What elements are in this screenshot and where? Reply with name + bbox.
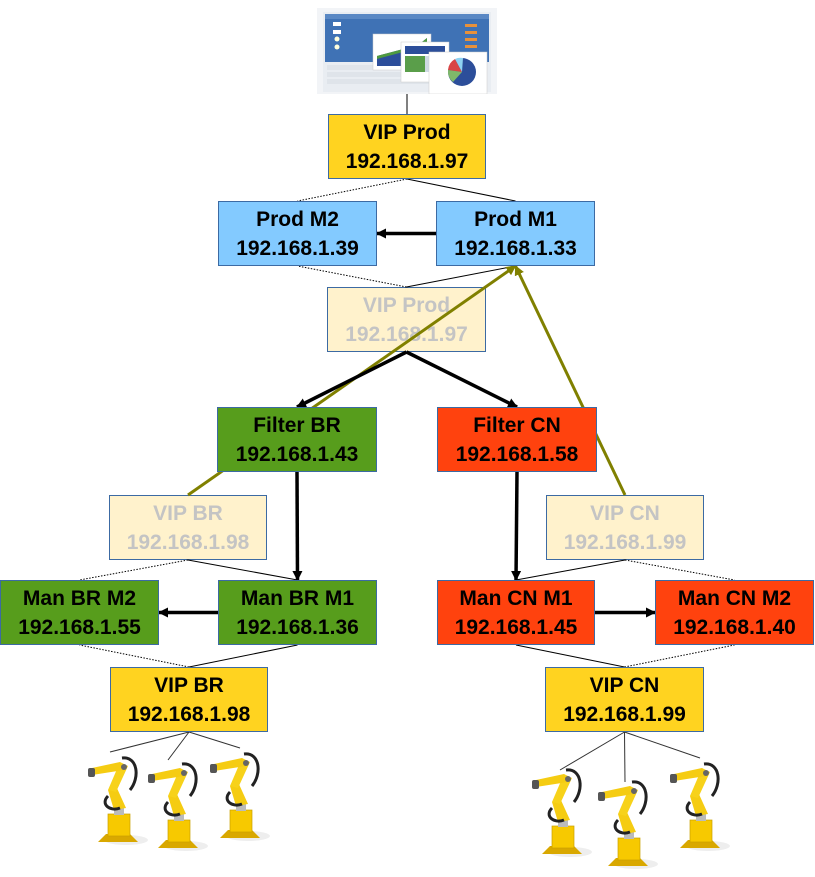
node-ip: 192.168.1.39 xyxy=(236,236,359,260)
edge-vip-br-ghost-to-man-br-m1 xyxy=(187,559,298,581)
edge-vip-br-robot-2 xyxy=(188,731,241,749)
edge-vip-cn-robot-0 xyxy=(559,731,625,771)
edge-vip-prod-ghost-to-prod-m1 xyxy=(406,265,516,288)
node-filter-br[interactable]: Filter BR 192.168.1.43 xyxy=(217,407,377,472)
edge-vip-prod-to-prod-m1 xyxy=(406,178,516,202)
edge-vip-prod-ghost-to-filter-cn xyxy=(405,350,518,409)
node-ip: 192.168.1.40 xyxy=(673,615,796,639)
node-man-cn-m1[interactable]: Man CN M1 192.168.1.45 xyxy=(437,580,595,645)
industrial-robot-arm-icon xyxy=(146,754,208,859)
node-ip: 192.168.1.97 xyxy=(345,149,469,173)
node-title: VIP Prod xyxy=(362,293,451,317)
industrial-robot-arm-icon xyxy=(208,744,270,849)
edge-vip-br-robot-1 xyxy=(167,731,190,761)
node-title: Man BR M2 xyxy=(22,586,137,610)
node-man-cn-m2[interactable]: Man CN M2 192.168.1.40 xyxy=(655,580,814,645)
dashboard-screenshot xyxy=(317,8,497,95)
node-vip-prod-ghost[interactable]: VIP Prod 192.168.1.97 xyxy=(327,287,486,352)
edge-vip-br-to-man-br-m2 xyxy=(79,644,190,668)
node-man-br-m2[interactable]: Man BR M2 192.168.1.55 xyxy=(0,580,159,645)
edge-vip-cn-ghost-to-prod-m1 xyxy=(514,265,627,496)
node-vip-prod[interactable]: VIP Prod 192.168.1.97 xyxy=(328,114,486,179)
node-vip-br[interactable]: VIP BR 192.168.1.98 xyxy=(110,667,268,732)
edge-vip-prod-ghost-to-prod-m2 xyxy=(297,265,407,288)
node-ip: 192.168.1.99 xyxy=(563,530,687,554)
node-ip: 192.168.1.55 xyxy=(18,615,141,639)
node-prod-m2[interactable]: Prod M2 192.168.1.39 xyxy=(218,201,377,266)
edge-vip-cn-robot-1 xyxy=(624,731,626,783)
node-ip: 192.168.1.36 xyxy=(236,615,359,639)
edge-vip-br-to-man-br-m1 xyxy=(188,644,298,668)
node-title: Prod M1 xyxy=(474,207,557,231)
node-title: VIP CN xyxy=(590,501,660,525)
node-ip: 192.168.1.97 xyxy=(345,322,468,346)
node-title: Filter CN xyxy=(473,413,561,437)
edge-vip-cn-to-man-cn-m1 xyxy=(515,644,625,668)
edge-vip-cn-ghost-to-man-cn-m1 xyxy=(515,559,626,581)
node-title: Filter BR xyxy=(253,413,341,437)
edge-vip-prod-ghost-to-filter-br xyxy=(296,350,408,409)
edge-vip-cn-robot-2 xyxy=(624,731,701,759)
node-ip: 192.168.1.43 xyxy=(235,442,359,466)
robot-group-br xyxy=(80,740,280,855)
dashboard-screenshot-icon xyxy=(323,12,491,95)
edge-vip-br-robot-0 xyxy=(109,731,190,753)
edge-vip-cn-to-man-cn-m2 xyxy=(624,644,735,668)
node-vip-cn-ghost[interactable]: VIP CN 192.168.1.99 xyxy=(546,495,704,560)
node-man-br-m1[interactable]: Man BR M1 192.168.1.36 xyxy=(218,580,377,645)
node-filter-cn[interactable]: Filter CN 192.168.1.58 xyxy=(437,407,597,472)
node-vip-cn[interactable]: VIP CN 192.168.1.99 xyxy=(545,667,704,732)
edge-filter-br-to-man-br-m1 xyxy=(292,471,303,581)
node-prod-m1[interactable]: Prod M1 192.168.1.33 xyxy=(436,201,595,266)
node-ip: 192.168.1.98 xyxy=(126,530,250,554)
edge-filter-cn-to-man-cn-m1 xyxy=(511,471,522,581)
node-title: Man CN M2 xyxy=(677,586,792,610)
node-ip: 192.168.1.98 xyxy=(127,702,251,726)
edge-vip-cn-ghost-to-man-cn-m2 xyxy=(624,559,735,581)
node-ip: 192.168.1.45 xyxy=(454,615,578,639)
node-title: Man BR M1 xyxy=(240,586,355,610)
edge-vip-prod-to-prod-m2 xyxy=(297,178,408,202)
node-title: VIP CN xyxy=(589,673,660,697)
industrial-robot-arm-icon xyxy=(668,754,730,859)
node-title: Prod M2 xyxy=(256,207,339,231)
node-ip: 192.168.1.33 xyxy=(454,236,577,260)
robot-group-cn xyxy=(520,740,750,869)
node-title: VIP Prod xyxy=(363,120,451,144)
edge-vip-br-ghost-to-man-br-m2 xyxy=(79,559,189,581)
node-ip: 192.168.1.58 xyxy=(455,442,579,466)
industrial-robot-arm-icon xyxy=(86,748,148,853)
node-title: Man CN M1 xyxy=(459,586,573,610)
node-vip-br-ghost[interactable]: VIP BR 192.168.1.98 xyxy=(109,495,267,560)
industrial-robot-arm-icon xyxy=(530,760,592,865)
node-title: VIP BR xyxy=(154,673,224,697)
node-title: VIP BR xyxy=(153,501,223,525)
node-ip: 192.168.1.99 xyxy=(563,702,686,726)
